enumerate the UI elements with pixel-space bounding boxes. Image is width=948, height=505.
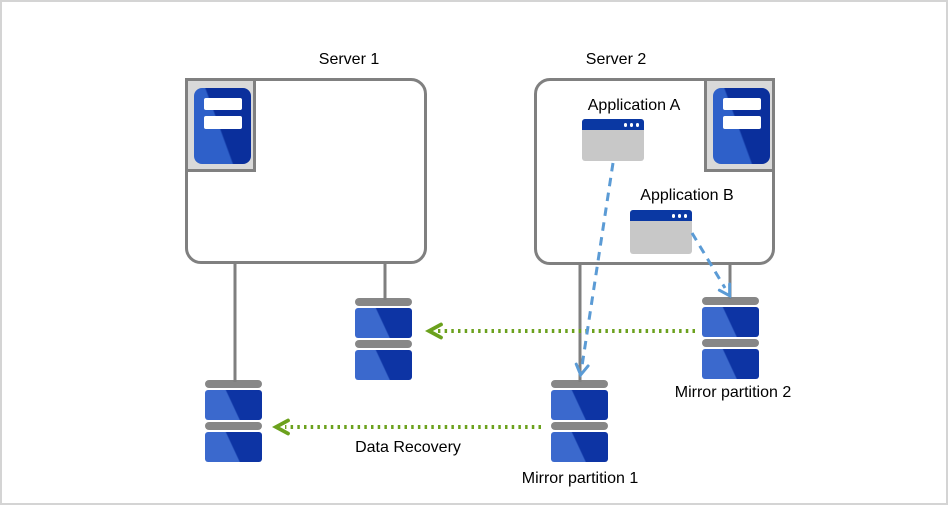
tower-slot — [204, 98, 242, 110]
application-a-label: Application A — [587, 97, 681, 114]
mirror-partition-2-label: Mirror partition 2 — [674, 384, 792, 401]
app-window-titlebar — [630, 210, 692, 221]
disk-cap — [551, 422, 608, 430]
server1-label: Server 1 — [318, 51, 380, 68]
server1-tower-icon — [185, 78, 256, 172]
disk-block — [205, 432, 262, 462]
data-recovery-label: Data Recovery — [355, 439, 461, 456]
tower-slot — [723, 98, 761, 110]
disk-block — [702, 307, 759, 337]
application-a-window-icon — [582, 119, 644, 161]
disk-cap — [355, 340, 412, 348]
server2-tower-icon — [704, 78, 775, 172]
application-b-label: Application B — [640, 187, 734, 204]
disk-cap — [355, 298, 412, 306]
disk-block — [205, 390, 262, 420]
app-window-titlebar — [582, 119, 644, 130]
mirror-partition-1-label: Mirror partition 1 — [521, 470, 639, 487]
disk-cap — [551, 380, 608, 388]
server-tower-icon — [194, 88, 251, 164]
server2-label: Server 2 — [585, 51, 647, 68]
disk-cap — [205, 422, 262, 430]
disk-block — [551, 390, 608, 420]
tower-slot — [204, 116, 242, 129]
disk-block — [702, 349, 759, 379]
mirror-partition-1-disk-icon — [551, 380, 608, 462]
disk-block — [355, 350, 412, 380]
disk-block — [551, 432, 608, 462]
server-tower-icon — [713, 88, 770, 164]
window-buttons-icon — [671, 214, 687, 218]
disk-cap — [702, 297, 759, 305]
window-buttons-icon — [623, 123, 639, 127]
disk-block — [355, 308, 412, 338]
disk-cap — [702, 339, 759, 347]
tower-slot — [723, 116, 761, 129]
mirror-partition-2-disk-icon — [702, 297, 759, 379]
server1-disk-left-icon — [205, 380, 262, 462]
application-b-window-icon — [630, 210, 692, 254]
disk-cap — [205, 380, 262, 388]
server1-disk-right-icon — [355, 298, 412, 380]
